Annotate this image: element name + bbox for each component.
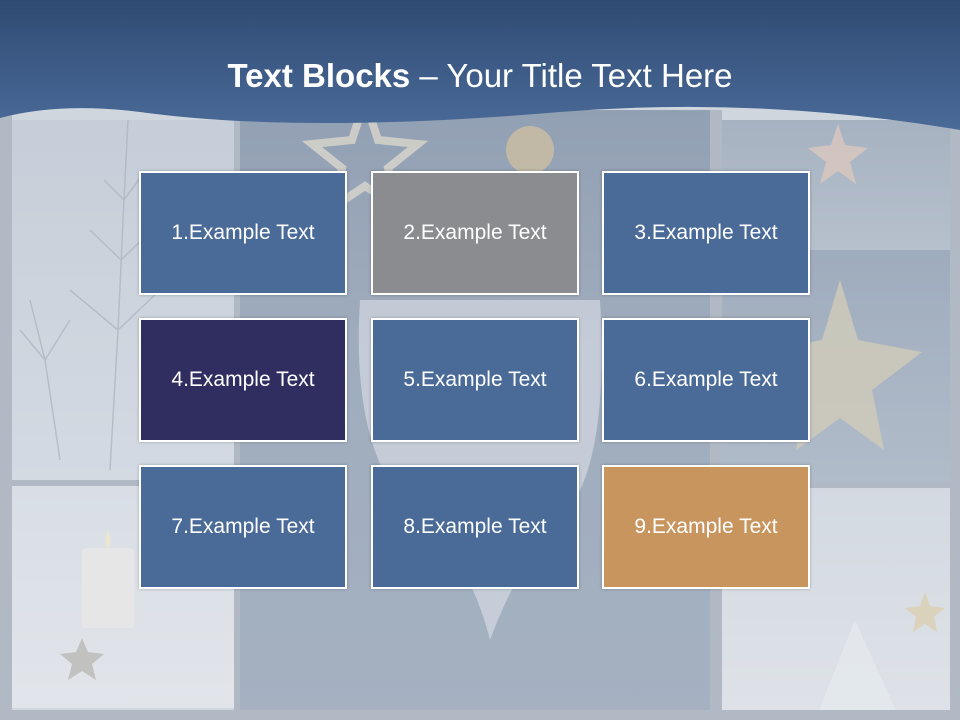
star-outline-decoration: [301, 87, 429, 218]
small-star-decoration: [808, 124, 868, 184]
gold-star-small-decoration: [905, 592, 945, 632]
frame-divider: [12, 480, 234, 486]
text-block-4[interactable]: 4.Example Text: [139, 318, 347, 442]
candle-decoration: [82, 548, 134, 628]
text-block-1[interactable]: 1.Example Text: [139, 171, 347, 295]
candle-flame-decoration: [105, 530, 111, 550]
text-block-6[interactable]: 6.Example Text: [602, 318, 810, 442]
text-block-3[interactable]: 3.Example Text: [602, 171, 810, 295]
frame-divider: [722, 482, 950, 488]
frame-divider: [0, 710, 960, 720]
bottom-star-decoration: [60, 638, 104, 680]
ornament-decoration: [506, 126, 554, 174]
gold-star-decoration: [760, 280, 922, 450]
text-block-2[interactable]: 2.Example Text: [371, 171, 579, 295]
text-block-7[interactable]: 7.Example Text: [139, 465, 347, 589]
tree-decoration: [815, 620, 900, 720]
text-block-9[interactable]: 9.Example Text: [602, 465, 810, 589]
header-band: [0, 0, 960, 130]
text-block-5[interactable]: 5.Example Text: [371, 318, 579, 442]
branch-decoration: [19, 119, 161, 471]
title-rest: Your Title Text Here: [446, 57, 733, 94]
text-block-8[interactable]: 8.Example Text: [371, 465, 579, 589]
frame-divider: [950, 110, 960, 720]
title-dash: –: [410, 57, 447, 94]
page-title: Text Blocks – Your Title Text Here: [0, 56, 960, 96]
frame-divider: [0, 110, 12, 720]
title-bold: Text Blocks: [227, 57, 411, 94]
